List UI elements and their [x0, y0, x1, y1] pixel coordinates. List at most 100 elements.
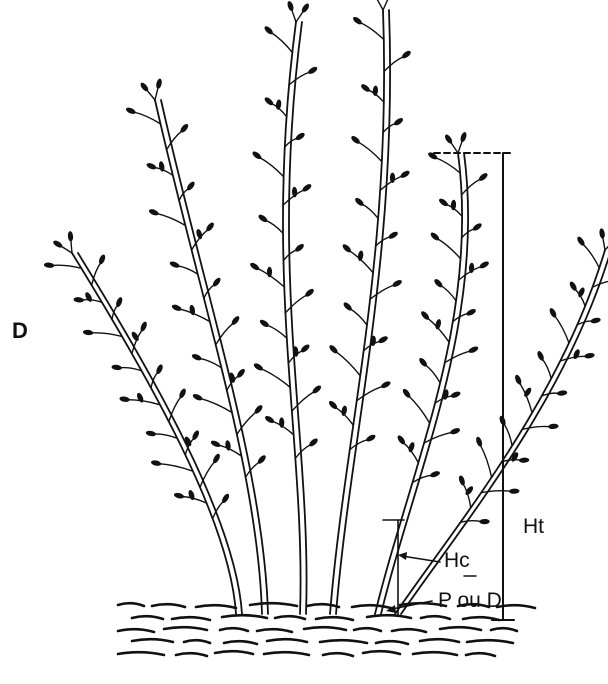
- twig-3-15: [360, 22, 384, 39]
- ground-stroke-1-4: [316, 617, 353, 620]
- ground-stroke-1-0: [132, 616, 163, 619]
- ground-stroke-2-1: [164, 627, 207, 630]
- bud-45: [155, 78, 163, 89]
- ground-stroke-2-5: [354, 628, 381, 631]
- bud-32: [171, 303, 183, 312]
- tip-fork-1-1: [155, 87, 158, 100]
- tip-fork-1-0: [147, 90, 156, 100]
- tip-fork-4-0: [451, 142, 459, 153]
- ground-stroke-3-1: [184, 640, 210, 643]
- bud-83: [390, 173, 395, 183]
- bud-102: [434, 319, 442, 330]
- bud-82: [399, 169, 411, 179]
- twig-2-9: [265, 220, 283, 233]
- ground-stroke-1-6: [421, 616, 450, 619]
- twig-4-3: [409, 396, 430, 423]
- tip-fork-3-1: [383, 0, 389, 10]
- bud-9: [119, 396, 130, 403]
- bud-120: [519, 457, 530, 463]
- bud-80: [387, 230, 399, 240]
- bud-22: [67, 231, 73, 242]
- bud-89: [352, 16, 363, 26]
- ground-stroke-4-3: [264, 652, 309, 655]
- bud-12: [111, 364, 122, 371]
- twig-5-5: [504, 424, 512, 446]
- twig-5-3: [480, 445, 492, 478]
- ground-stroke-2-3: [257, 629, 292, 632]
- tip-fork-2-1: [296, 11, 304, 22]
- bud-123: [548, 423, 559, 429]
- twig-1-15: [134, 112, 161, 124]
- bud-63: [263, 96, 274, 107]
- bud-109: [438, 197, 449, 207]
- shrub-twigs: [52, 0, 608, 522]
- bud-67: [286, 0, 294, 12]
- twig-4-11: [437, 239, 461, 259]
- bud-129: [572, 348, 581, 360]
- bud-54: [304, 287, 315, 298]
- bud-74: [377, 335, 389, 345]
- bud-110: [451, 200, 457, 211]
- ground-stroke-3-4: [320, 640, 367, 643]
- bud-92: [429, 470, 441, 478]
- tip-fork-0-0: [61, 246, 72, 253]
- ground-stroke-3-3: [267, 639, 307, 642]
- stem-1-b: [161, 100, 268, 614]
- twig-5-8: [542, 393, 559, 396]
- bud-35: [169, 260, 181, 269]
- bud-115: [479, 519, 490, 524]
- panel-label: D: [12, 318, 28, 343]
- twig-2-11: [259, 157, 283, 176]
- base-measure-label: P ou D: [438, 589, 502, 612]
- bud-108: [471, 222, 483, 232]
- twig-3-3: [336, 351, 361, 375]
- crown-height-arrowhead: [398, 552, 407, 560]
- bud-4: [150, 459, 161, 466]
- bud-81: [354, 197, 365, 208]
- ground-stroke-3-5: [376, 641, 408, 644]
- ground-stroke-1-5: [367, 615, 411, 618]
- shrub-buds: [44, 0, 608, 524]
- bud-86: [360, 83, 371, 93]
- twig-4-0: [413, 475, 433, 482]
- bud-126: [557, 390, 568, 397]
- bud-30: [191, 353, 203, 362]
- twig-2-14: [289, 72, 310, 85]
- bud-100: [468, 345, 480, 354]
- bud-84: [350, 135, 361, 146]
- stem-3-a: [330, 10, 384, 614]
- ground-stroke-4-6: [413, 652, 457, 655]
- twig-0-2: [200, 461, 215, 487]
- bud-131: [590, 317, 601, 324]
- twig-1-9: [177, 266, 197, 274]
- bud-64: [275, 99, 281, 110]
- twig-0-3: [159, 464, 193, 472]
- ground-stroke-3-0: [132, 639, 173, 642]
- ground-stroke-2-8: [491, 628, 517, 631]
- bud-95: [449, 427, 461, 436]
- bud-53: [259, 318, 271, 328]
- twig-1-5: [200, 358, 222, 367]
- twig-5-0: [461, 521, 482, 523]
- twig-4-2: [424, 432, 452, 443]
- ground-stroke-2-2: [220, 628, 248, 631]
- bud-88: [401, 49, 412, 59]
- bud-124: [514, 374, 523, 386]
- tip-fork-5-0: [603, 237, 605, 250]
- bud-8: [178, 388, 187, 400]
- ground-stroke-4-1: [176, 653, 207, 656]
- twig-2-15: [271, 32, 292, 52]
- bud-87: [372, 85, 378, 96]
- twig-2-6: [285, 295, 307, 313]
- bud-7: [145, 430, 156, 437]
- bud-103: [465, 308, 477, 317]
- ground-stroke-4-0: [118, 652, 164, 655]
- twig-1-11: [157, 213, 186, 225]
- stem-2-b: [289, 22, 307, 614]
- stem-1-a: [155, 100, 262, 614]
- twig-0-7: [128, 400, 161, 405]
- bud-18: [84, 291, 93, 303]
- ground-stroke-0-4: [307, 604, 339, 607]
